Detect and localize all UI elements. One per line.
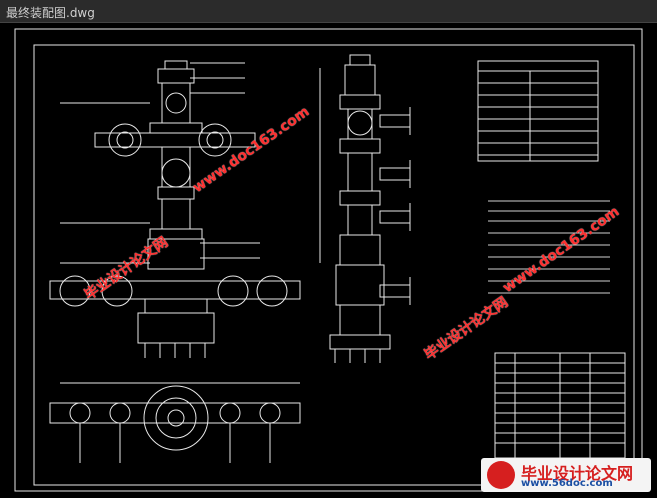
- cad-drawing: [14, 28, 643, 492]
- technical-spec-table: [477, 60, 599, 162]
- window-title: 最终装配图.dwg: [6, 6, 95, 20]
- logo-badge-icon: [487, 461, 515, 489]
- top-view-assembly: [49, 382, 301, 463]
- drawing-inner-frame: [33, 44, 635, 486]
- window-titlebar: 最终装配图.dwg: [0, 0, 657, 23]
- cad-drawing-canvas[interactable]: www.doc163.com 毕业设计论文网 www.doc163.com 毕业…: [0, 23, 657, 498]
- drawing-border: [14, 28, 643, 492]
- technical-notes: [488, 200, 610, 294]
- site-logo: 毕业设计论文网 www.56doc.com: [481, 458, 651, 492]
- logo-cn-text: 毕业设计论文网: [521, 464, 634, 483]
- logo-url-text: www.56doc.com: [521, 478, 613, 489]
- side-view-assembly: [319, 54, 411, 363]
- front-view-assembly: [49, 60, 301, 358]
